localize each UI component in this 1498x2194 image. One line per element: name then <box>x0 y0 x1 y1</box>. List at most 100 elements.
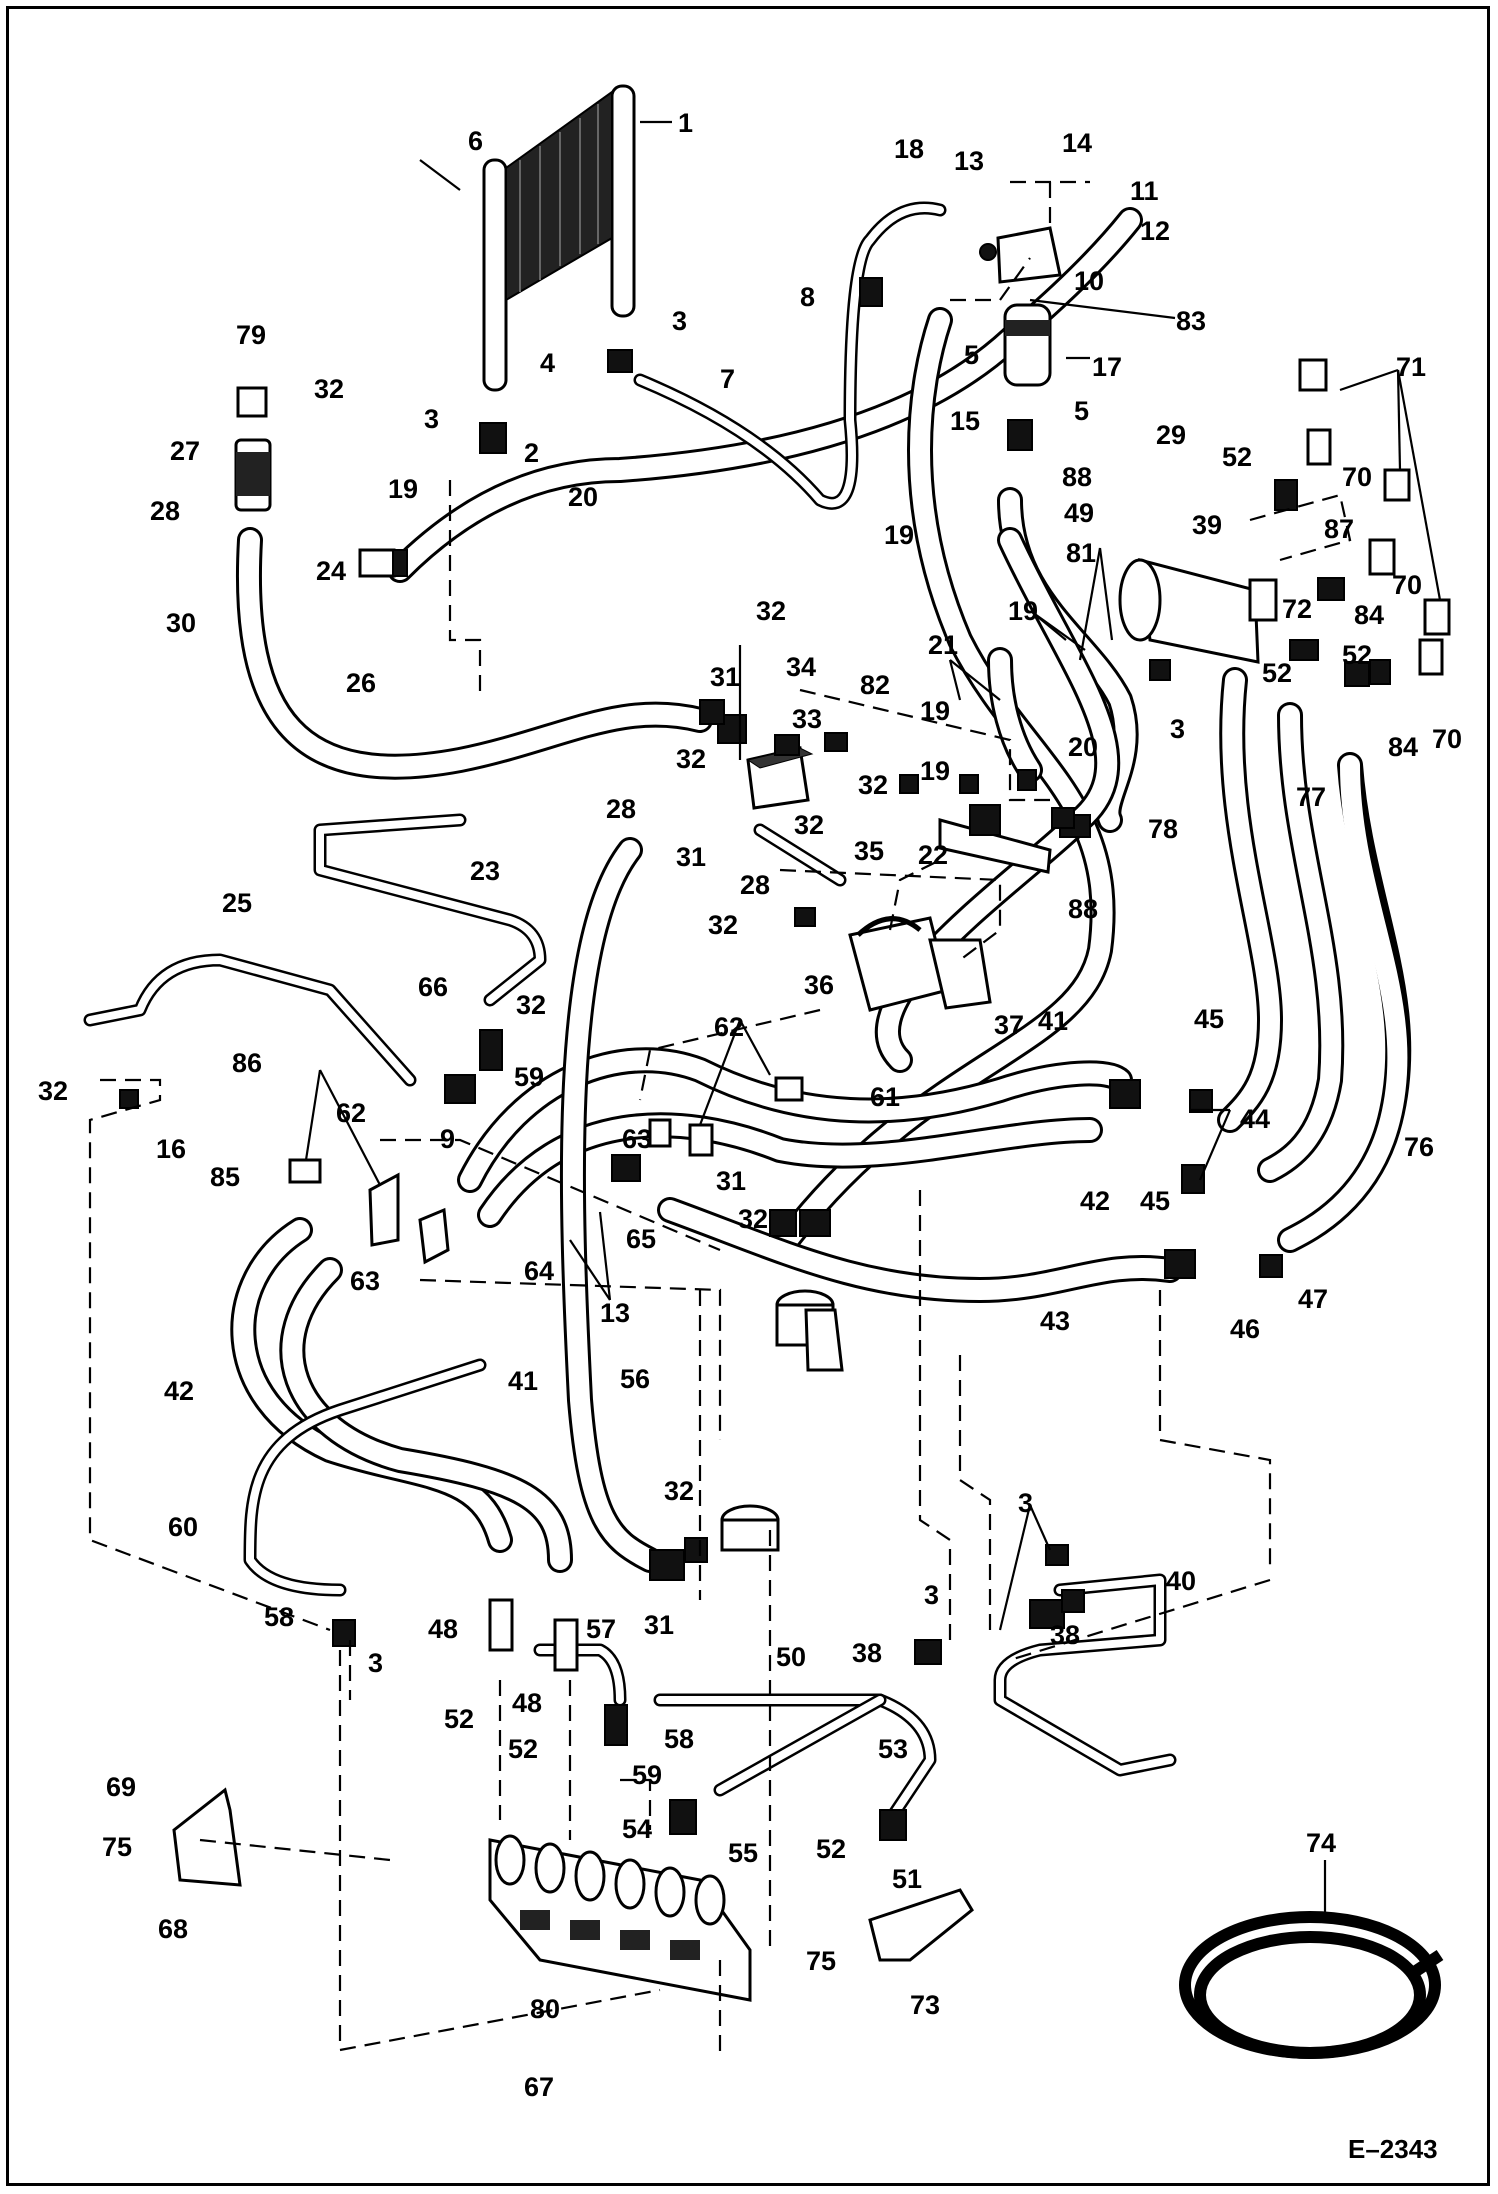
callout-31b: 31 <box>676 842 706 872</box>
callout-85: 85 <box>210 1162 240 1192</box>
callout-29: 29 <box>1156 420 1186 450</box>
figure-code: E–2343 <box>1348 2134 1438 2164</box>
callout-32a: 32 <box>314 374 344 404</box>
callout-73: 73 <box>910 1990 940 2020</box>
callout-69: 69 <box>106 1772 136 1802</box>
callout-76: 76 <box>1404 1132 1434 1162</box>
callout-75a: 75 <box>102 1832 132 1862</box>
callout-65: 65 <box>626 1224 656 1254</box>
callout-21: 21 <box>928 630 958 660</box>
callout-40: 40 <box>1166 1566 1196 1596</box>
callout-39: 39 <box>1192 510 1222 540</box>
callout-19b: 19 <box>884 520 914 550</box>
components <box>172 226 1444 2059</box>
callout-25: 25 <box>222 888 252 918</box>
callout-71: 71 <box>1396 352 1426 382</box>
callout-12: 12 <box>1140 216 1170 246</box>
callout-87: 87 <box>1324 514 1354 544</box>
callout-15: 15 <box>950 406 980 436</box>
callout-30: 30 <box>166 608 196 638</box>
leader-lines <box>304 120 1442 1920</box>
callout-36: 36 <box>804 970 834 1000</box>
callout-13a: 13 <box>954 146 984 176</box>
callout-53: 53 <box>878 1734 908 1764</box>
callout-74: 74 <box>1306 1828 1336 1858</box>
fittings <box>119 243 1451 1841</box>
callout-33: 33 <box>792 704 822 734</box>
callout-52a: 52 <box>1222 442 1252 472</box>
callout-43: 43 <box>1040 1306 1070 1336</box>
callout-17: 17 <box>1092 352 1122 382</box>
callout-9: 9 <box>440 1124 455 1154</box>
callout-19e: 19 <box>920 756 950 786</box>
callout-55: 55 <box>728 1838 758 1868</box>
callout-77: 77 <box>1296 782 1326 812</box>
callout-28b: 28 <box>606 794 636 824</box>
oil-cooler <box>482 84 636 392</box>
callout-31a: 31 <box>710 662 740 692</box>
callout-38b: 38 <box>1050 1620 1080 1650</box>
callout-41a: 41 <box>1038 1006 1068 1036</box>
callout-88b: 88 <box>1068 894 1098 924</box>
callout-10: 10 <box>1074 266 1104 296</box>
callout-83: 83 <box>1176 306 1206 336</box>
callout-16: 16 <box>156 1134 186 1164</box>
callout-70b: 70 <box>1392 570 1422 600</box>
callout-5b: 5 <box>964 340 979 370</box>
callout-59a: 59 <box>514 1062 544 1092</box>
callout-78: 78 <box>1148 814 1178 844</box>
callout-62b: 62 <box>336 1098 366 1128</box>
callout-70a: 70 <box>1342 462 1372 492</box>
callout-7: 7 <box>720 364 735 394</box>
callout-3e: 3 <box>1018 1488 1033 1518</box>
callout-63a: 63 <box>622 1124 652 1154</box>
callout-54: 54 <box>622 1814 652 1844</box>
callout-31d: 31 <box>644 1610 674 1640</box>
callout-32i: 32 <box>738 1204 768 1234</box>
callout-66: 66 <box>418 972 448 1002</box>
callout-3f: 3 <box>1170 714 1185 744</box>
callout-67: 67 <box>524 2072 554 2102</box>
callout-19c: 19 <box>1008 596 1038 626</box>
callout-24: 24 <box>316 556 346 586</box>
callout-47: 47 <box>1298 1284 1328 1314</box>
callout-52e: 52 <box>508 1734 538 1764</box>
hose-group <box>230 207 1412 1573</box>
callout-28a: 28 <box>150 496 180 526</box>
callout-37: 37 <box>994 1010 1024 1040</box>
callout-42a: 42 <box>1080 1186 1110 1216</box>
callout-45b: 45 <box>1140 1186 1170 1216</box>
callout-3c: 3 <box>368 1648 383 1678</box>
callout-32g: 32 <box>516 990 546 1020</box>
callout-58a: 58 <box>264 1602 294 1632</box>
callout-52b: 52 <box>1262 658 1292 688</box>
callout-58b: 58 <box>664 1724 694 1754</box>
callout-79: 79 <box>236 320 266 350</box>
callout-3a: 3 <box>672 306 687 336</box>
callout-27: 27 <box>170 436 200 466</box>
callout-18: 18 <box>894 134 924 164</box>
callout-86: 86 <box>232 1048 262 1078</box>
callout-50: 50 <box>776 1642 806 1672</box>
callout-75b: 75 <box>806 1946 836 1976</box>
callout-5a: 5 <box>1074 396 1089 426</box>
callout-41b: 41 <box>508 1366 538 1396</box>
callout-62a: 62 <box>714 1012 744 1042</box>
callout-19a: 19 <box>388 474 418 504</box>
callout-88a: 88 <box>1062 462 1092 492</box>
callout-51: 51 <box>892 1864 922 1894</box>
callout-20a: 20 <box>568 482 598 512</box>
callout-3b: 3 <box>424 404 439 434</box>
callout-32f: 32 <box>708 910 738 940</box>
callout-70c: 70 <box>1432 724 1462 754</box>
callout-60: 60 <box>168 1512 198 1542</box>
callout-84b: 84 <box>1388 732 1418 762</box>
callout-57: 57 <box>586 1614 616 1644</box>
callout-61: 61 <box>870 1082 900 1112</box>
callout-32j: 32 <box>664 1476 694 1506</box>
callout-52d: 52 <box>444 1704 474 1734</box>
callout-44: 44 <box>1240 1104 1270 1134</box>
callout-labels: 1 2 3 3 3 3 3 3 4 5 5 6 7 8 9 10 11 12 1… <box>38 108 1462 2102</box>
callout-22: 22 <box>918 840 948 870</box>
